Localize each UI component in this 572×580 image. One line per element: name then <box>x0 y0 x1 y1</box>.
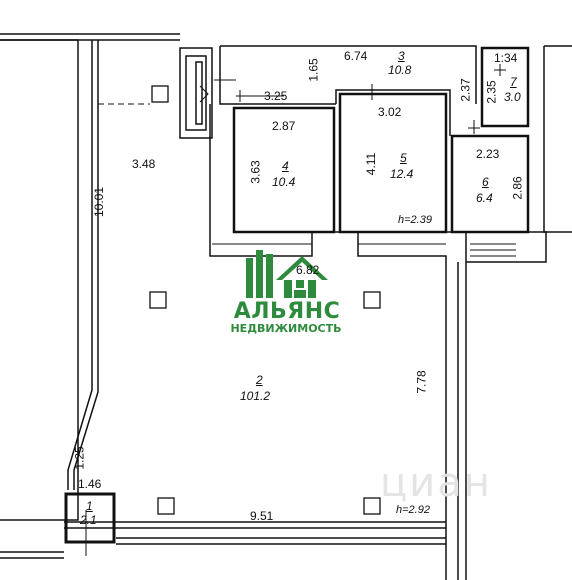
dim-2-86: 2.86 <box>510 176 525 200</box>
dim-6-82: 6.82 <box>296 263 320 277</box>
room-3-number: 3 <box>398 49 405 63</box>
dim-3-63: 3.63 <box>248 160 263 184</box>
room-7-number: 7 <box>510 75 517 89</box>
dim-3-02: 3.02 <box>378 105 402 119</box>
room-5-area: 12.4 <box>390 167 414 181</box>
room-1-number: 1 <box>86 499 93 513</box>
dim-2-35: 2.35 <box>484 80 499 104</box>
dim-2-23: 2.23 <box>476 147 500 161</box>
logo-name: АЛЬЯНС <box>233 299 341 324</box>
dim-3-48: 3.48 <box>132 157 156 171</box>
room-3-area: 10.8 <box>388 63 412 77</box>
dim-6-74: 6.74 <box>344 49 368 63</box>
columns <box>149 85 381 515</box>
dim-1-34: 1:34 <box>494 51 518 65</box>
room-6-area: 6.4 <box>476 191 493 205</box>
height-upper: h=2.39 <box>398 214 432 226</box>
room-4-area: 10.4 <box>272 175 296 189</box>
room-4-number: 4 <box>282 159 289 173</box>
dim-9-51: 9.51 <box>250 509 274 523</box>
room-7-area: 3.0 <box>504 90 521 104</box>
logo-subtitle: НЕДВИЖИМОСТЬ <box>230 322 342 335</box>
dim-3-25: 3.25 <box>264 89 288 103</box>
dim-2-87: 2.87 <box>272 119 296 133</box>
dim-10-01: 10.01 <box>92 186 107 218</box>
room-5-number: 5 <box>400 151 407 165</box>
room-6-number: 6 <box>482 175 489 189</box>
room-1-outline <box>64 492 116 544</box>
dim-7-78: 7.78 <box>414 370 429 394</box>
room-1-area: 2.1 <box>80 513 97 527</box>
alliance-logo-icon <box>246 250 328 298</box>
dim-1-46: 1.46 <box>78 477 102 491</box>
room-2-number: 2 <box>256 373 263 387</box>
dim-2-37: 2.37 <box>458 78 473 102</box>
height-lower: h=2.92 <box>396 504 430 516</box>
dim-1-65: 1.65 <box>306 58 321 82</box>
dim-1-25: 1.25 <box>72 446 87 470</box>
dim-4-11: 4.11 <box>364 152 379 176</box>
watermark: циан <box>380 460 492 506</box>
room-2-area: 101.2 <box>240 389 271 403</box>
